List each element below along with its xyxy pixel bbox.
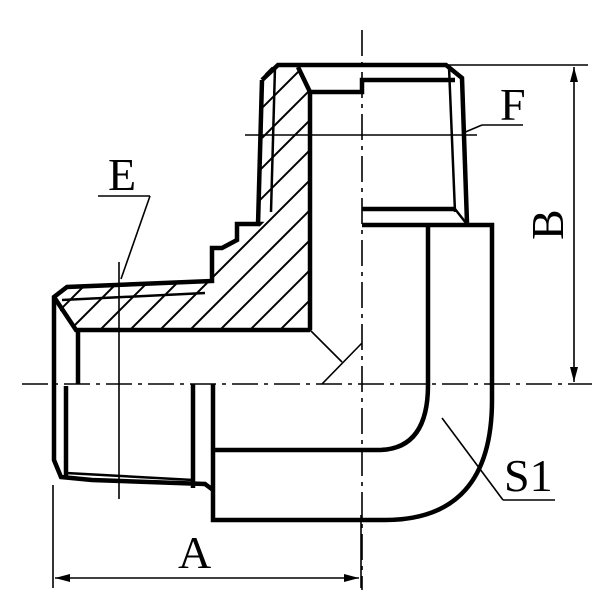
callout-e: E	[98, 149, 151, 280]
label-e: E	[108, 149, 136, 200]
dimension-b: B	[446, 64, 588, 382]
callout-f: F	[462, 79, 526, 134]
body-outline	[51, 221, 310, 492]
center-lines	[22, 30, 592, 590]
elbow-body	[210, 222, 495, 523]
callout-s1: S1	[441, 417, 555, 501]
label-b: B	[522, 209, 573, 240]
label-a: A	[178, 527, 211, 578]
label-s1: S1	[504, 450, 553, 501]
label-f: F	[500, 79, 526, 130]
dimension-a: A	[52, 485, 362, 588]
